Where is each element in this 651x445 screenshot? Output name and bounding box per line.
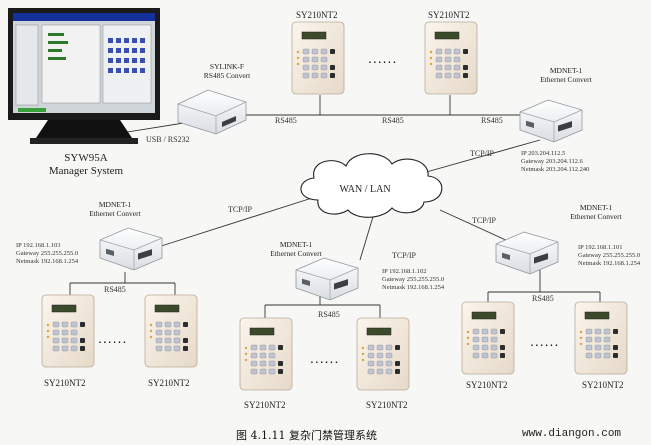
access-panel — [144, 294, 198, 368]
cloud-label: WAN / LAN — [339, 184, 391, 195]
sylink-converter — [177, 89, 247, 135]
tcpip-right — [439, 209, 511, 243]
mdnet-top-netmask: Netmask 203.204.112.240 — [521, 166, 590, 173]
more-devices-ellipsis: ...... — [98, 330, 128, 346]
device-label: SY210NT2 — [366, 400, 408, 410]
manager-computer — [8, 8, 160, 144]
manager-subtitle: Manager System — [48, 165, 124, 177]
tcpip-label: TCP/IP — [392, 251, 417, 260]
access-panel — [424, 21, 478, 95]
sylink-subtitle: RS485 Convert — [203, 71, 251, 80]
wires — [69, 95, 601, 318]
mdnet-mid-gateway: Gateway 255.255.255.0 — [382, 276, 445, 283]
mdnet-mid-title: MDNET-1 — [279, 240, 313, 249]
mdnet-left-subtitle: Ethernet Convert — [89, 209, 141, 218]
mdnet-top-title: MDNET-1 — [549, 66, 583, 75]
mdnet-left-title: MDNET-1 — [98, 200, 132, 209]
access-panel — [41, 294, 95, 368]
rs485-label: RS485 — [382, 116, 404, 125]
usb-link-label: USB / RS232 — [146, 135, 190, 144]
mdnet-mid-subtitle: Ethernet Convert — [270, 249, 322, 258]
mdnet-left-netmask: Netmask 192.168.1.254 — [16, 258, 79, 265]
figure-caption: 图 4.1.11 复杂门禁管理系统 — [236, 429, 377, 442]
access-panel — [356, 317, 410, 391]
device-label: SY210NT2 — [296, 10, 338, 20]
mdnet-top-box — [519, 99, 583, 143]
watermark: www.diangon.com — [522, 428, 622, 440]
rs485-label: RS485 — [318, 310, 340, 319]
mdnet-left-ip: IP 192.168.1.103 — [16, 242, 61, 249]
rs485-label: RS485 — [104, 285, 126, 294]
rs485-label: RS485 — [481, 116, 503, 125]
rs485-label: RS485 — [532, 294, 554, 303]
mdnet-top-ip: IP 203.204.112.5 — [521, 150, 566, 157]
mdnet-right-subtitle: Ethernet Convert — [570, 212, 622, 221]
mdnet-top-gateway: Gateway 203.204.112.6 — [521, 158, 583, 165]
tcpip-label: TCP/IP — [472, 216, 497, 225]
access-panel — [291, 21, 345, 95]
mdnet-left-gateway: Gateway 255.255.255.0 — [16, 250, 79, 257]
more-devices-ellipsis: ...... — [368, 50, 398, 66]
access-panel — [574, 301, 628, 375]
tcpip-mid — [359, 209, 376, 261]
tcpip-label: TCP/IP — [470, 149, 495, 158]
device-label: SY210NT2 — [148, 378, 190, 388]
wan-lan-cloud — [300, 153, 443, 218]
mdnet-left-box — [99, 227, 163, 271]
tcpip-left — [154, 197, 313, 249]
mdnet-mid-ip: IP 192.168.1.102 — [382, 268, 427, 275]
mdnet-mid-netmask: Netmask 192.168.1.254 — [382, 284, 445, 291]
mdnet-mid-box — [295, 257, 359, 301]
access-panel — [239, 317, 293, 391]
mdnet-right-title: MDNET-1 — [579, 203, 613, 212]
mdnet-right-netmask: Netmask 192.168.1.254 — [578, 260, 641, 267]
device-label: SY210NT2 — [582, 380, 624, 390]
mdnet-right-box — [495, 231, 559, 275]
device-label: SY210NT2 — [466, 380, 508, 390]
more-devices-ellipsis: ...... — [530, 333, 560, 349]
device-label: SY210NT2 — [44, 378, 86, 388]
manager-name: SYW95A — [64, 152, 108, 164]
access-panel — [461, 301, 515, 375]
rs485-label: RS485 — [275, 116, 297, 125]
mdnet-right-gateway: Gateway 255.255.255.0 — [578, 252, 641, 259]
mdnet-top-subtitle: Ethernet Convert — [540, 75, 592, 84]
sylink-title: SYLINK-F — [209, 62, 245, 71]
device-label: SY210NT2 — [244, 400, 286, 410]
device-label: SY210NT2 — [428, 10, 470, 20]
more-devices-ellipsis: ...... — [310, 350, 340, 366]
mdnet-right-ip: IP 192.168.1.101 — [578, 244, 623, 251]
tcpip-label: TCP/IP — [228, 205, 253, 214]
